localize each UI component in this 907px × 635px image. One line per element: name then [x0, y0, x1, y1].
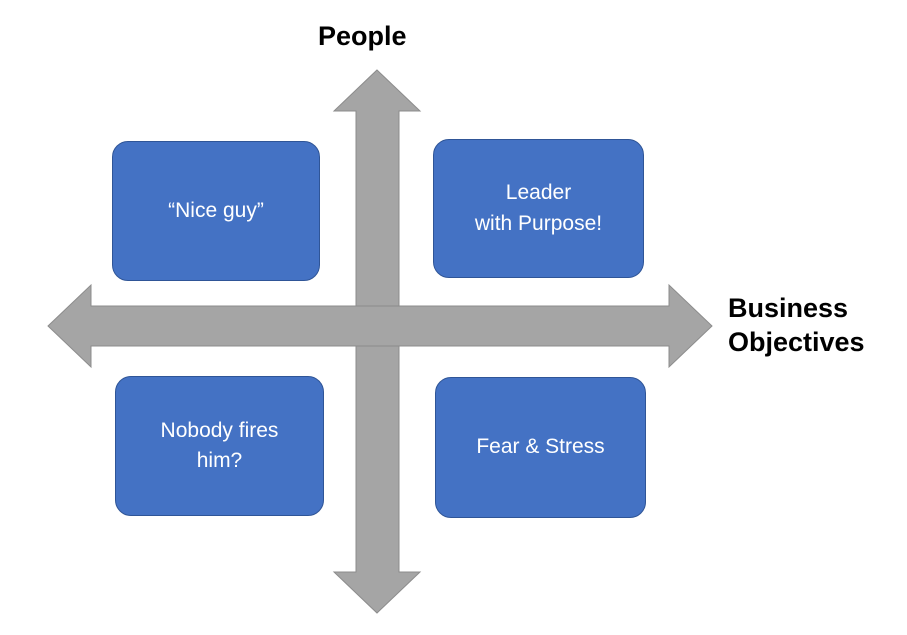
business-objectives-label-line1: Business	[728, 293, 849, 323]
quadrant-fear-stress-text: Fear & Stress	[476, 435, 605, 459]
quadrant-nobody-line1: Nobody fires	[160, 418, 279, 442]
quadrant-leader-line1: Leader	[505, 181, 572, 205]
horizontal-axis-arrow	[47, 283, 713, 369]
quadrant-nice-guy: “Nice guy”	[112, 141, 320, 281]
quadrant-leader-line2: with Purpose!	[474, 211, 603, 235]
quadrant-fear-and-stress: Fear & Stress	[435, 377, 646, 518]
quadrant-leader-with-purpose: Leader with Purpose!	[433, 139, 644, 278]
business-objectives-axis-label: Business Objectives	[728, 292, 865, 360]
quadrant-nice-guy-text: “Nice guy”	[168, 198, 264, 222]
people-axis-label: People	[318, 21, 407, 51]
quadrant-nobody-fires-him: Nobody fires him?	[115, 376, 324, 516]
business-objectives-label-line2: Objectives	[728, 326, 865, 357]
quadrant-nobody-line2: him?	[196, 449, 243, 472]
